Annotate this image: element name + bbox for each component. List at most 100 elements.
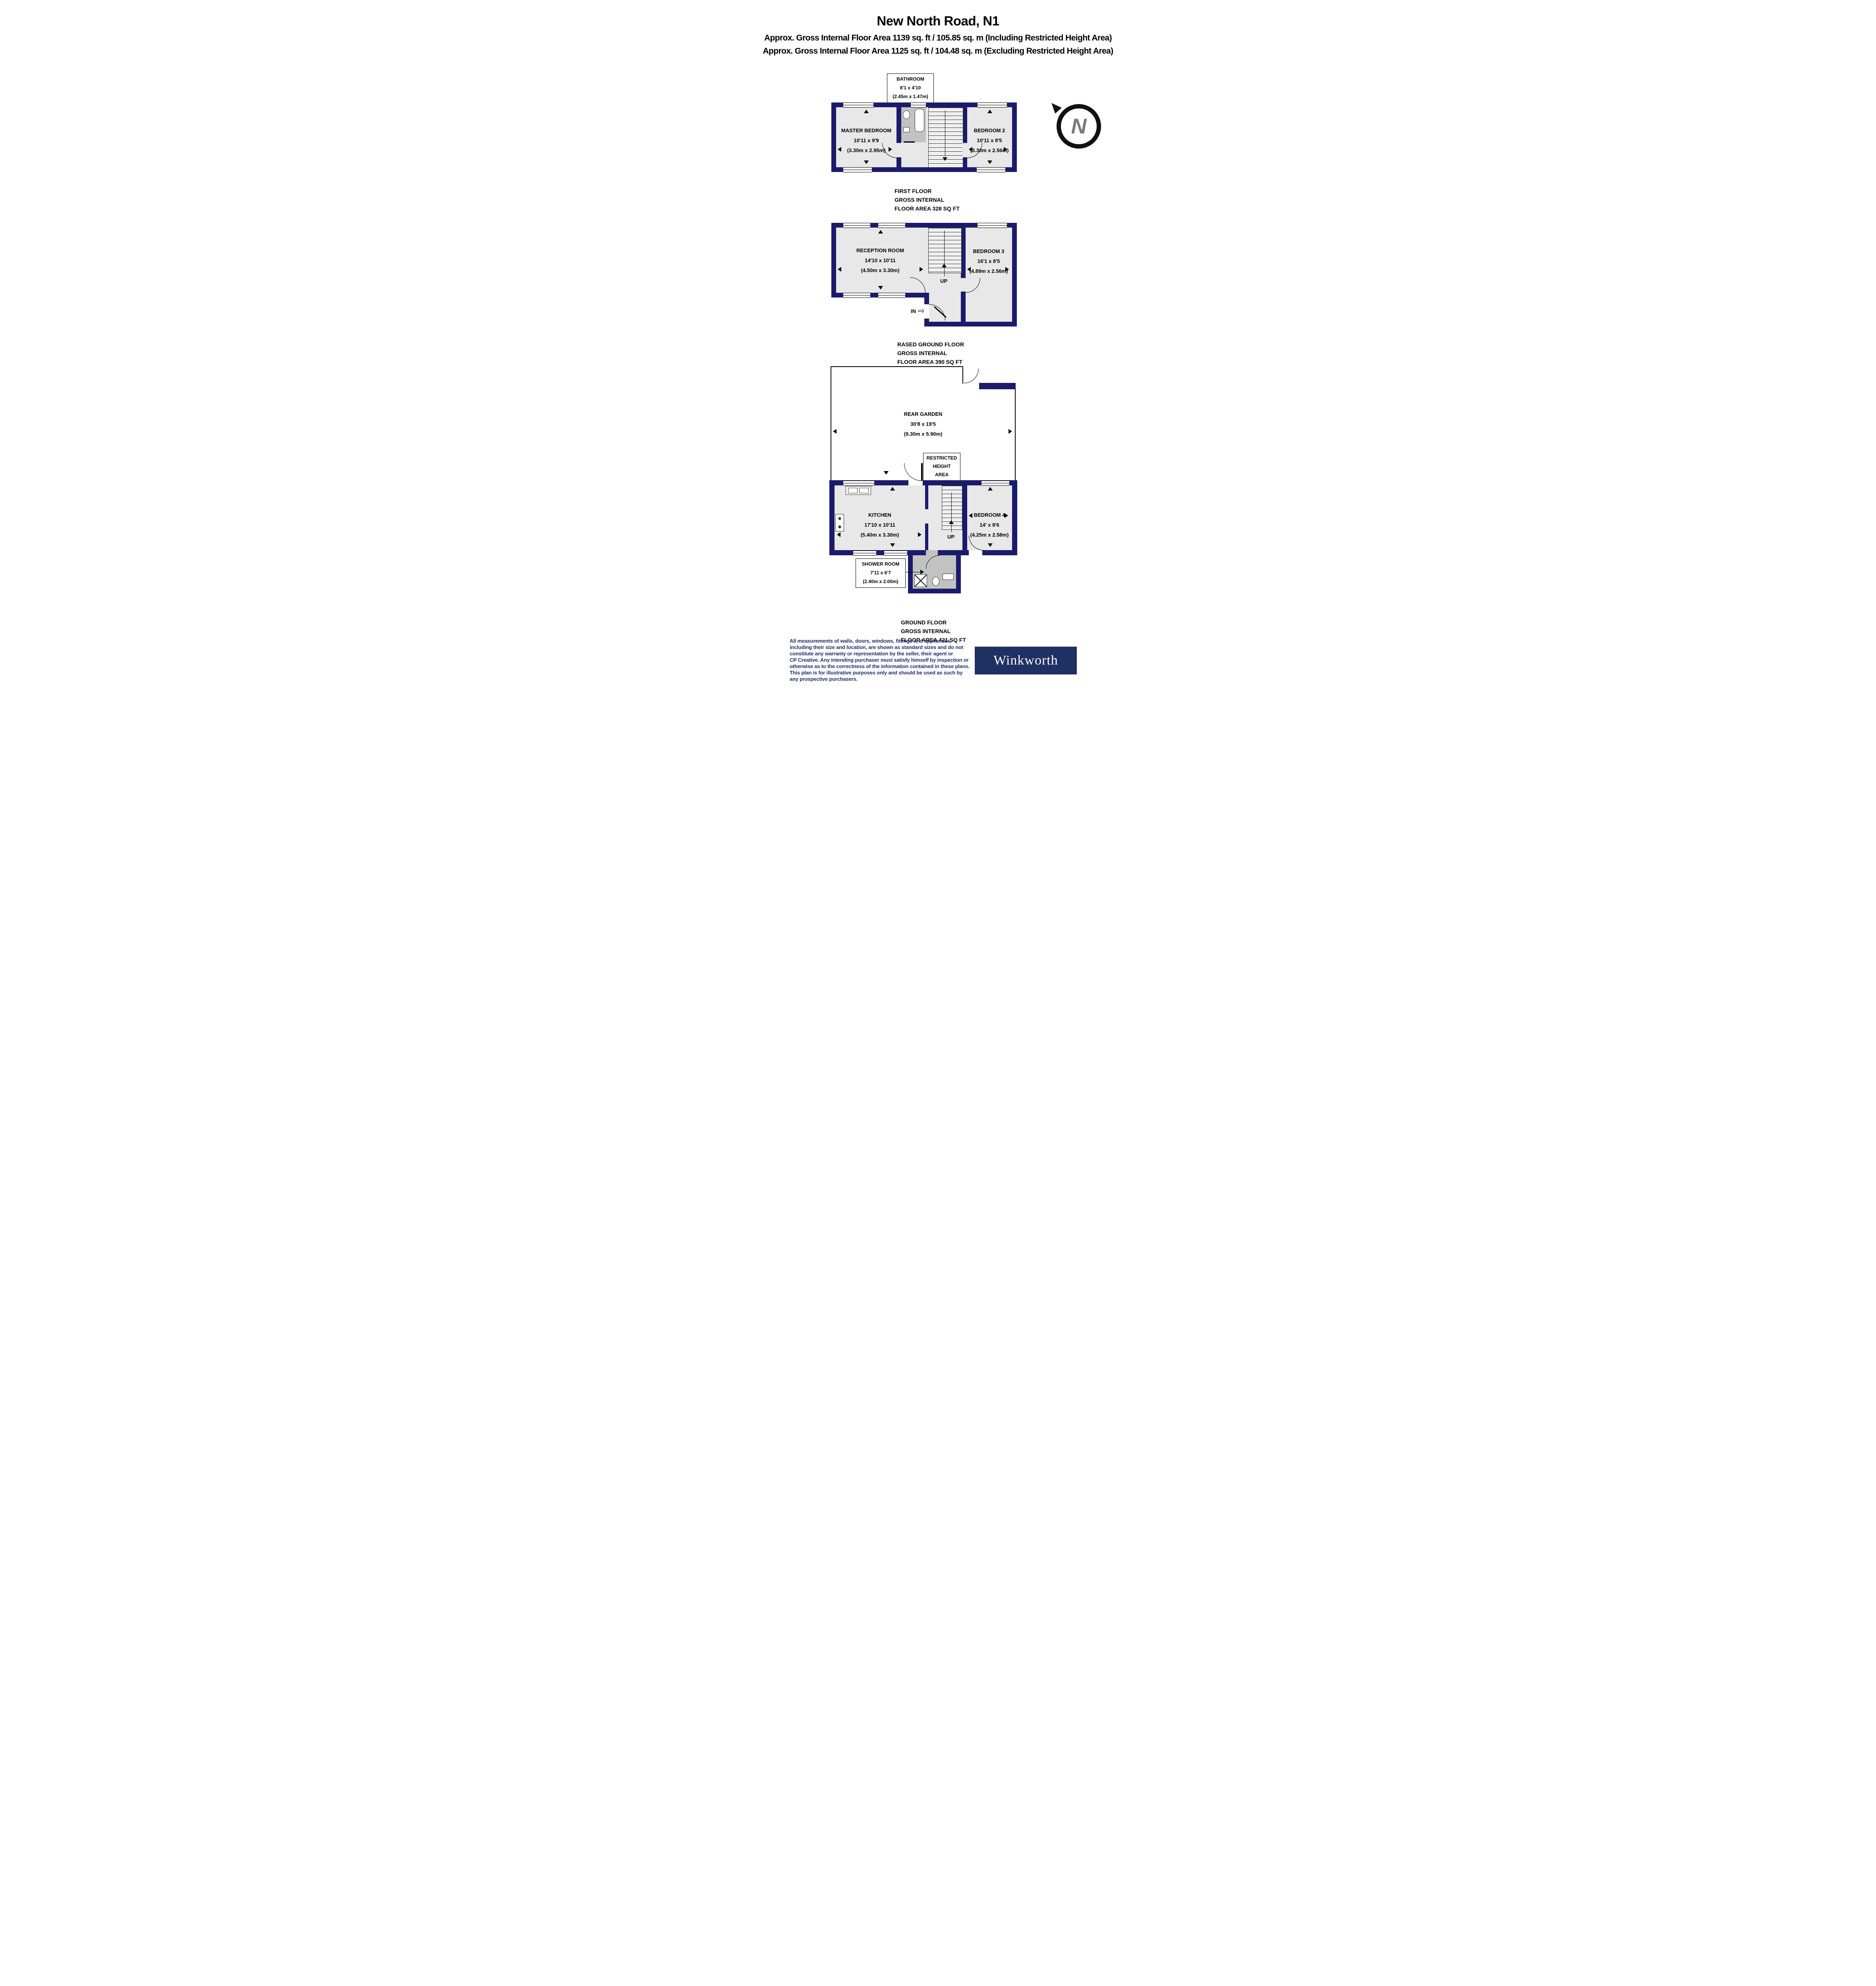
north-compass-icon: N [1057, 104, 1101, 149]
winkworth-logo: Winkworth [975, 647, 1077, 674]
dim-arrow-left [967, 267, 971, 272]
in-label: IN [911, 308, 916, 314]
dim-arrow-up [878, 230, 883, 234]
dim-arrow-down [988, 543, 993, 547]
room-label-bedroom3: BEDROOM 3 16'1 x 8'5 (4.89m x 2.56m) [959, 246, 1018, 276]
dim-arrow-up [890, 487, 895, 491]
shower-tray-icon [914, 574, 927, 587]
door-gap-bedroom2 [962, 143, 967, 157]
dim-arrow-left [833, 429, 837, 434]
dim-arrow-down [890, 543, 895, 547]
stairs-up-arrow-icon [942, 264, 947, 267]
room-label-master-bedroom: MASTER BEDROOM 10'11 x 9'9 (3.30m x 2.95… [835, 126, 898, 155]
floorplan-page: New North Road, N1 Approx. Gross Interna… [703, 0, 1173, 703]
basin-icon [943, 574, 954, 580]
room-dims-m: (3.30m x 2.95m) [847, 147, 886, 153]
callout-arrow-icon [920, 570, 924, 574]
room-dims-m: (4.25m x 2.58m) [970, 532, 1009, 538]
caption-raised-ground-floor: RASED GROUND FLOOR GROSS INTERNAL FLOOR … [897, 340, 964, 366]
dim-arrow-down [884, 471, 889, 475]
window-kitchen-bottom-1 [853, 551, 876, 556]
caption-line: GROSS INTERNAL [897, 350, 947, 356]
room-label-rear-garden: REAR GARDEN 30'8 x 19'5 (9.30m x 5.90m) [891, 409, 955, 439]
room-name: SHOWER ROOM [862, 561, 900, 567]
garden-door-leaf [921, 463, 923, 481]
room-name: BEDROOM 4 [974, 512, 1005, 518]
wall-stairs-bedroom3 [961, 228, 966, 322]
window-reception-bottom-2 [878, 293, 905, 298]
bathroom-door-leaf [904, 141, 915, 143]
room-dims-ft: 7'11 x 6'7 [870, 570, 891, 576]
stairs-up-arrow-icon [949, 520, 954, 524]
disclaimer-line: CP Creative. Any intending purchaser mus… [790, 657, 969, 663]
disclaimer-line: constitute any warranty or representatio… [790, 651, 953, 657]
room-dims-ft: 8'1 x 4'10 [900, 85, 921, 91]
callout-bathroom: BATHROOM 8'1 x 4'10 (2.45m x 1.47m) [887, 73, 934, 104]
caption-ground-floor: GROUND FLOOR GROSS INTERNAL FLOOR AREA 4… [901, 618, 966, 644]
window-bedroom2-top [978, 102, 1007, 108]
dim-arrow-left [838, 267, 841, 272]
shower-door-gap [926, 550, 938, 555]
dim-arrow-right [889, 147, 892, 152]
garden-fence-step [962, 366, 963, 384]
window-reception-top-2 [878, 223, 905, 228]
raised-gf-interior [836, 228, 1012, 293]
room-dims-m: (3.30m x 2.56m) [970, 147, 1009, 153]
dim-arrow-right [1005, 513, 1008, 518]
disclaimer-text: All measurements of walls, doors, window… [790, 638, 970, 682]
room-name: MASTER BEDROOM [841, 128, 892, 133]
window-bathroom-top [911, 102, 926, 108]
dim-arrow-down [878, 286, 883, 290]
up-label: UP [940, 278, 948, 284]
room-dims-m: (9.30m x 5.90m) [904, 431, 943, 437]
caption-line: FIRST FLOOR [895, 188, 932, 194]
window-bedroom3-top [978, 223, 1007, 228]
garden-fence-right [1015, 388, 1016, 480]
raised-gf-stairs [928, 228, 962, 273]
window-kitchen-bottom-2 [884, 551, 907, 556]
disclaimer-line: including their size and location, are s… [790, 644, 963, 650]
caption-line: FLOOR AREA 328 SQ FT [895, 205, 960, 212]
wall-kitchen-hall-upper [925, 485, 928, 509]
dim-arrow-left [837, 532, 840, 537]
north-letter: N [1071, 114, 1087, 138]
window-kitchen-top [843, 481, 874, 486]
garden-rear-wall [979, 383, 1016, 389]
toilet-icon [903, 110, 910, 119]
dim-arrow-right [918, 532, 922, 537]
room-name: RECEPTION ROOM [856, 247, 904, 253]
room-dims-ft: 10'11 x 9'9 [854, 137, 879, 143]
room-dims-ft: 14'10 x 10'11 [865, 257, 896, 263]
disclaimer-line: otherwise as to the correctness of the i… [790, 663, 970, 669]
callout-restricted-height: RESTRICTED HEIGHT AREA [923, 453, 960, 481]
kitchen-sink-bowl [848, 488, 858, 493]
dim-arrow-left [969, 147, 972, 152]
up-label: UP [947, 534, 955, 540]
dim-arrow-right [1004, 147, 1007, 152]
dim-arrow-left [969, 513, 972, 518]
room-label-kitchen: KITCHEN 17'10 x 10'11 (5.40m x 3.30m) [848, 510, 912, 540]
garden-fence-top [831, 366, 963, 367]
room-dims-m: (2.40m x 2.00m) [863, 579, 898, 584]
disclaimer-line: All measurements of walls, doors, window… [790, 638, 952, 644]
basin-icon [903, 127, 910, 132]
room-dims-ft: 30'8 x 19'5 [910, 421, 936, 427]
caption-first-floor: FIRST FLOOR GROSS INTERNAL FLOOR AREA 32… [895, 187, 960, 213]
dim-arrow-up [987, 110, 992, 113]
caption-line: FLOOR AREA 421 SQ FT [901, 637, 966, 643]
door-gap-bedroom3 [961, 278, 966, 292]
room-dims-m: (5.40m x 3.30m) [860, 532, 899, 538]
toilet-icon [932, 577, 939, 586]
dim-arrow-up [988, 487, 993, 491]
disclaimer-line: This plan is for illustrative purposes o… [790, 670, 963, 676]
dim-arrow-down [864, 160, 869, 164]
dim-arrow-right [1005, 267, 1009, 272]
subtitle-excluding: Approx. Gross Internal Floor Area 1125 s… [763, 46, 1113, 56]
disclaimer-line: any prospective purchasers. [790, 676, 858, 682]
window-bedroom2-bottom [977, 167, 1005, 172]
room-dims-ft: 10'11 x 8'5 [977, 137, 1002, 143]
window-bedroom4-top [981, 481, 1009, 486]
stairs-center-line [944, 230, 945, 276]
caption-line: GROSS INTERNAL [901, 628, 951, 634]
room-label-reception: RECEPTION ROOM 14'10 x 10'11 (4.50m x 3.… [846, 245, 914, 275]
